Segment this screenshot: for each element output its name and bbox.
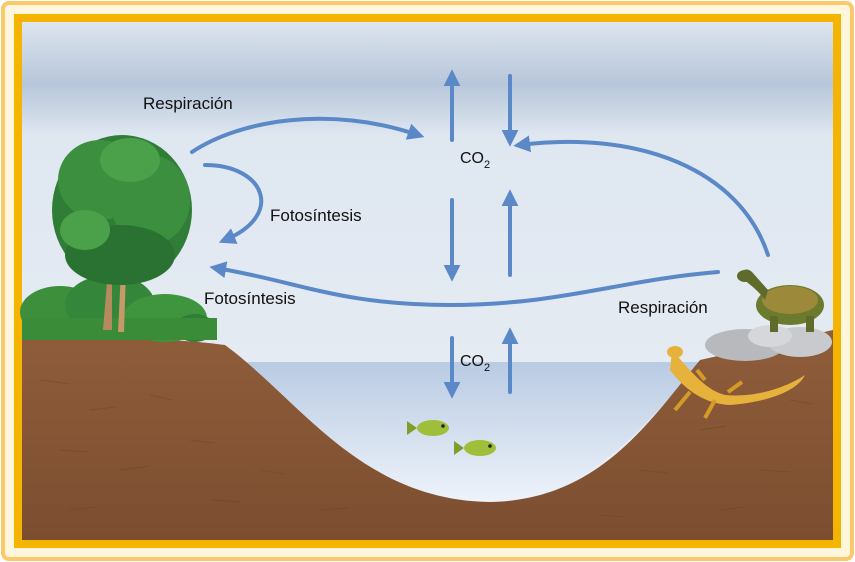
co2-water-main: CO	[460, 353, 484, 370]
soil-texture	[39, 379, 813, 518]
fish-icon	[407, 420, 496, 456]
label-photosynthesis-lower: Fotosíntesis	[204, 289, 296, 308]
arrow-tree-photosynthesis-curl	[203, 163, 264, 244]
soil	[22, 330, 833, 540]
label-respiration-left: Respiración	[143, 94, 233, 113]
water	[238, 362, 700, 502]
turtle-icon	[737, 269, 824, 332]
arrow-turtle-respiration	[513, 135, 770, 257]
lizard-icon	[667, 346, 805, 419]
co2-water-sub: 2	[484, 362, 490, 374]
label-co2-air: CO2	[460, 150, 490, 171]
co2-air-main: CO	[460, 150, 484, 167]
label-co2-water: CO2	[460, 353, 490, 374]
rock-icon	[705, 325, 832, 361]
cycle-arrows	[190, 69, 770, 399]
arrow-photosynthesis-long	[209, 261, 720, 308]
arrow-tree-respiration	[190, 116, 425, 154]
co2-air-sub: 2	[484, 159, 490, 171]
label-photosynthesis-upper: Fotosíntesis	[270, 206, 362, 225]
label-respiration-right: Respiración	[618, 298, 708, 317]
tree-icon	[52, 135, 192, 332]
